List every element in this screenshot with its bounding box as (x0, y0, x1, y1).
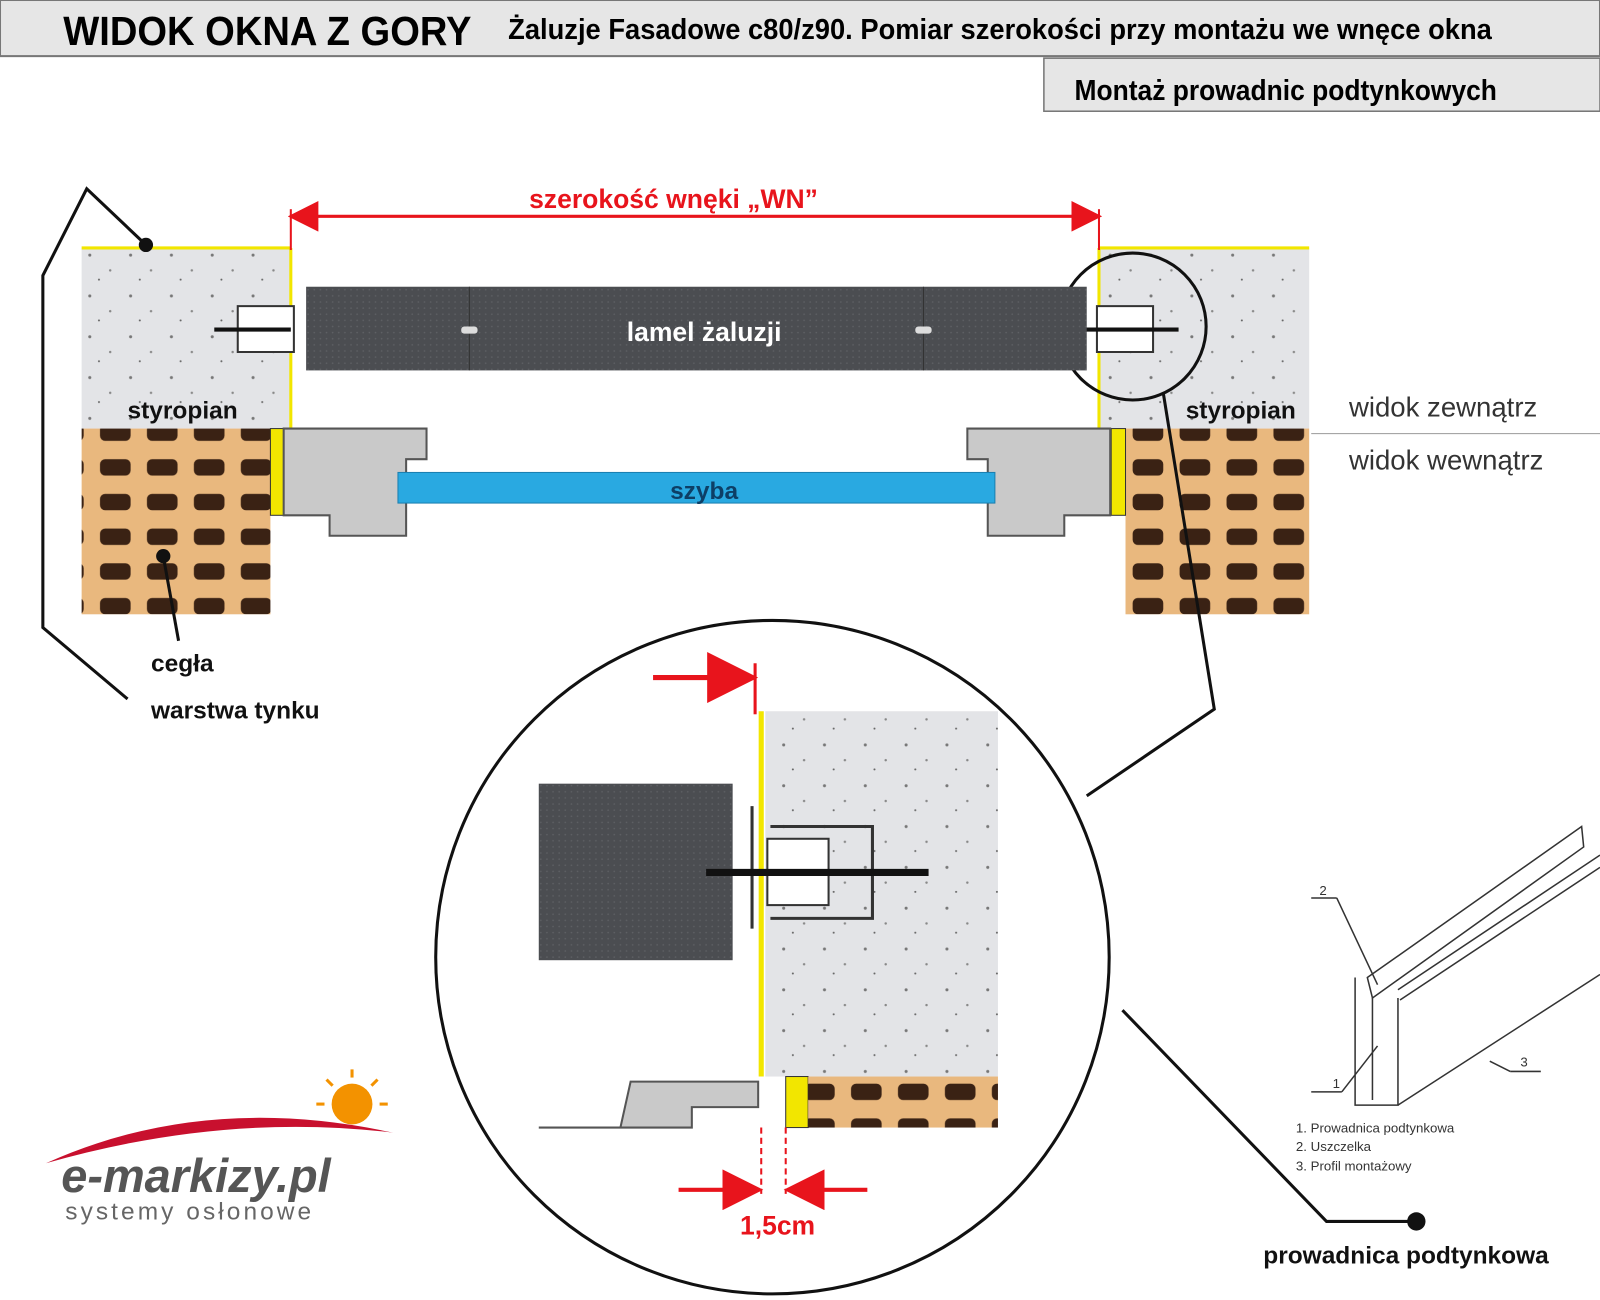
detail-view: 1,5cm (434, 618, 1111, 1296)
profile-legend-item-3: 3. Profil montażowy (1296, 1158, 1412, 1173)
logo-tagline: systemy osłonowe (65, 1198, 314, 1225)
sun-icon (316, 1069, 388, 1125)
main-title: WIDOK OKNA Z GORY (63, 8, 471, 54)
width-dimension: szerokość wnęki „WN” (287, 184, 1103, 250)
styrofoam-left-label: styropian (128, 397, 238, 424)
window-frame: szyba (282, 427, 1112, 537)
brick-right (1125, 428, 1310, 615)
glass-label: szyba (670, 478, 738, 505)
subtitle: Żaluzje Fasadowe c80/z90. Pomiar szeroko… (508, 14, 1493, 46)
width-label: szerokość wnęki „WN” (529, 184, 818, 214)
inside-view-label: widok wewnątrz (1348, 444, 1543, 475)
section-title-box: Montaż prowadnic podtynkowych (1043, 57, 1600, 112)
brick-left (81, 428, 271, 615)
outside-view-label: widok zewnątrz (1348, 391, 1537, 422)
profile-illustration (1311, 825, 1600, 1106)
brick-label: cegła (151, 650, 214, 677)
plaster-label: warstwa tynku (150, 697, 320, 724)
slat-label: lamel żaluzji (627, 317, 782, 347)
logo-brand: e-markizy.pl (61, 1150, 331, 1202)
profile-callout-1: 1 (1333, 1076, 1340, 1091)
profile-callout-3: 3 (1520, 1054, 1527, 1069)
header-bar: WIDOK OKNA Z GORY Żaluzje Fasadowe c80/z… (0, 0, 1600, 58)
left-wall (81, 246, 295, 615)
right-wall (1057, 246, 1310, 615)
guide-label: prowadnica podtynkowa (1263, 1242, 1549, 1269)
profile-callout-2: 2 (1319, 883, 1326, 898)
profile-legend-item-1: 1. Prowadnica podtynkowa (1296, 1121, 1455, 1136)
styrofoam-right-label: styropian (1186, 397, 1296, 424)
logo-swoosh (45, 1117, 393, 1164)
section-title: Montaż prowadnic podtynkowych (1074, 75, 1496, 107)
e-markizy-logo: e-markizy.pl systemy osłonowe (45, 1069, 393, 1225)
blind-slat: lamel żaluzji (306, 286, 1087, 371)
detail-dimension-label: 1,5cm (740, 1211, 815, 1241)
glass-pane (397, 471, 996, 504)
profile-legend-item-2: 2. Uszczelka (1296, 1139, 1372, 1154)
left-leaders: cegła warstwa tynku (41, 186, 320, 724)
